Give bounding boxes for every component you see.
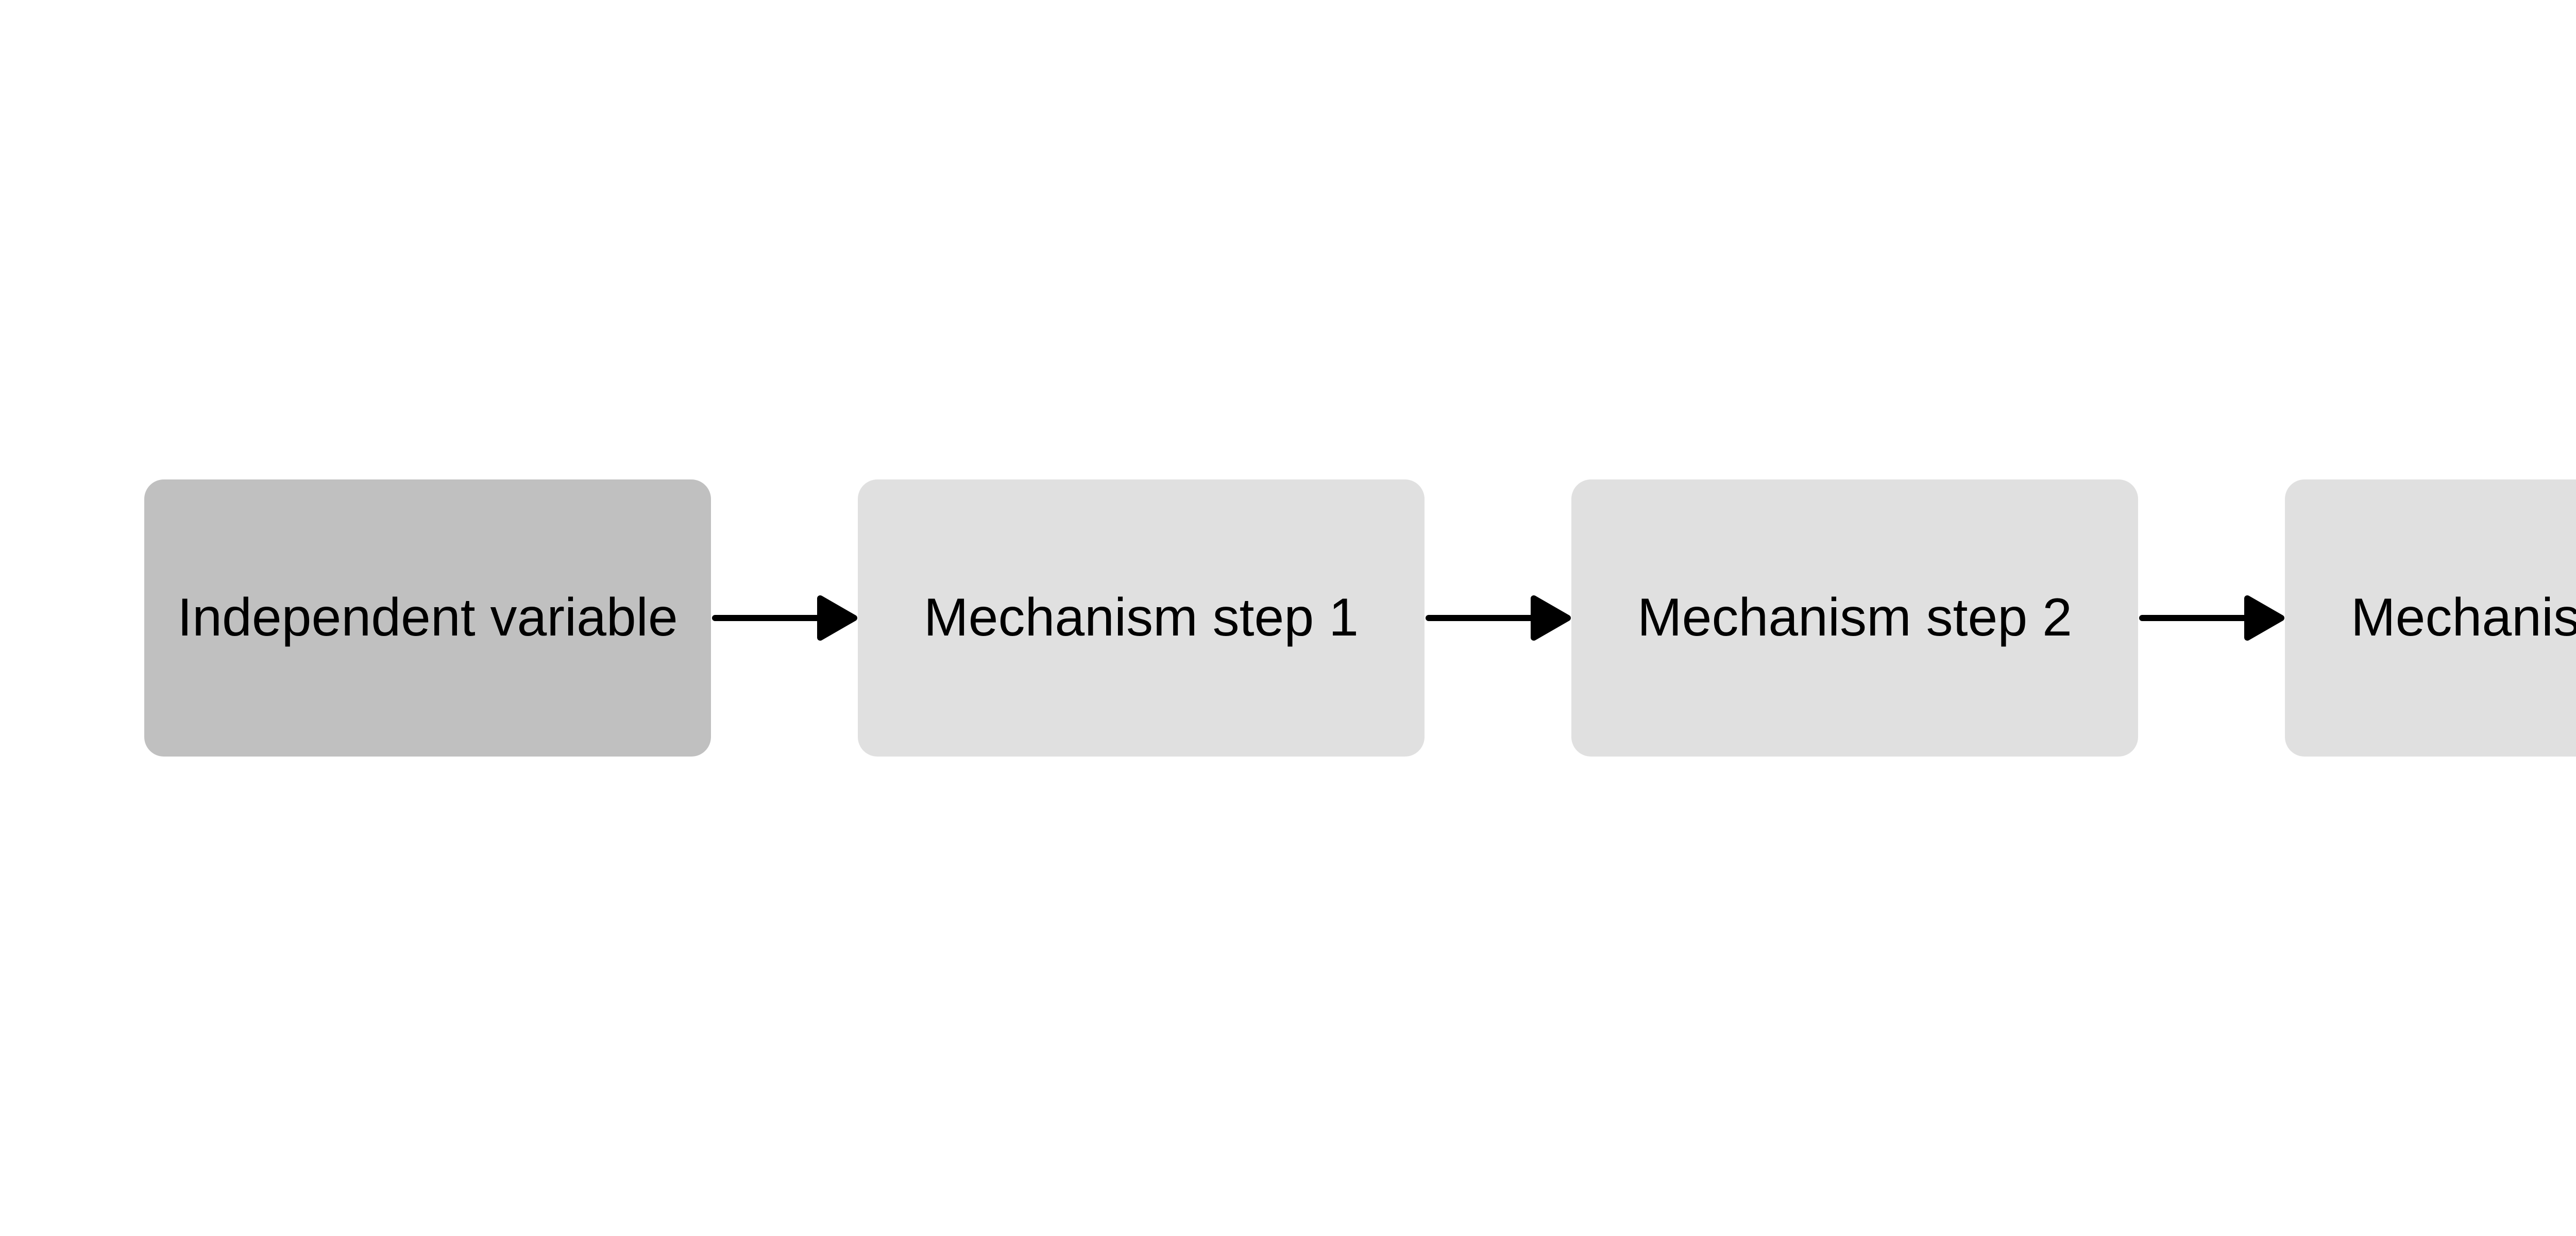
node-label: Mechanism step 1 <box>924 588 1359 648</box>
node-independent-variable: Independent variable <box>144 479 711 757</box>
node-mechanism-step-3: Mechanism step 3 <box>2285 479 2576 757</box>
node-label: Independent variable <box>177 588 678 648</box>
arrow-right-icon <box>712 595 857 641</box>
arrow-right-icon <box>1426 595 1571 641</box>
node-label: Mechanism step 3 <box>2351 588 2576 648</box>
node-label: Mechanism step 2 <box>1637 588 2072 648</box>
arrow-right-icon <box>2139 595 2284 641</box>
node-mechanism-step-1: Mechanism step 1 <box>858 479 1425 757</box>
node-mechanism-step-2: Mechanism step 2 <box>1571 479 2138 757</box>
